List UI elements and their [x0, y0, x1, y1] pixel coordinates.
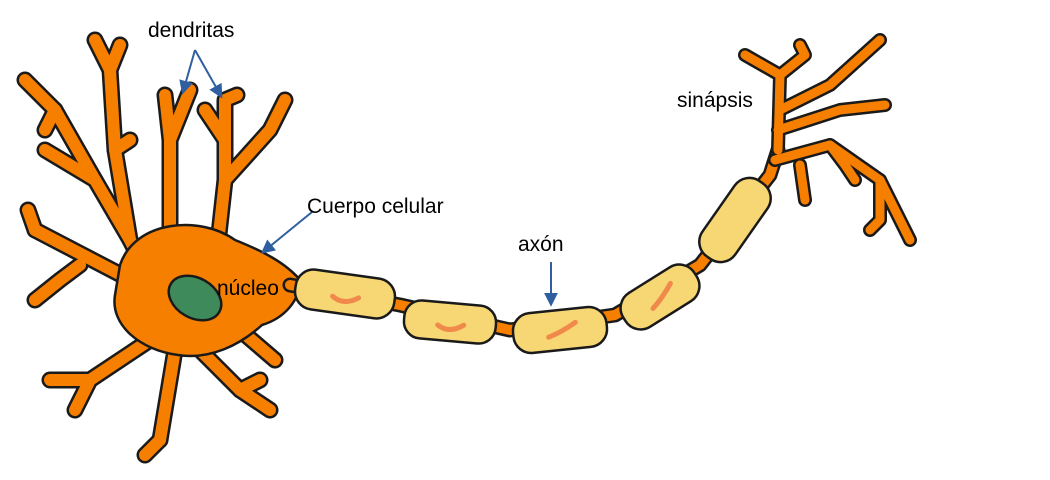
label-dendrites: dendritas — [148, 19, 235, 42]
arrow-cell-body — [260, 211, 313, 254]
myelin-sheaths — [293, 176, 772, 355]
label-cell-body: Cuerpo celular — [307, 195, 444, 218]
label-synapse: sinápsis — [677, 89, 753, 112]
label-axon: axón — [518, 233, 564, 256]
axon-core — [282, 142, 786, 338]
arrow-dendrites-left — [179, 49, 196, 95]
annotation-arrows — [179, 49, 558, 307]
axon-terminals — [738, 33, 917, 247]
arrow-dendrites-right — [194, 49, 223, 99]
nucleus — [167, 274, 223, 322]
label-nucleus: núcleo — [217, 277, 279, 300]
